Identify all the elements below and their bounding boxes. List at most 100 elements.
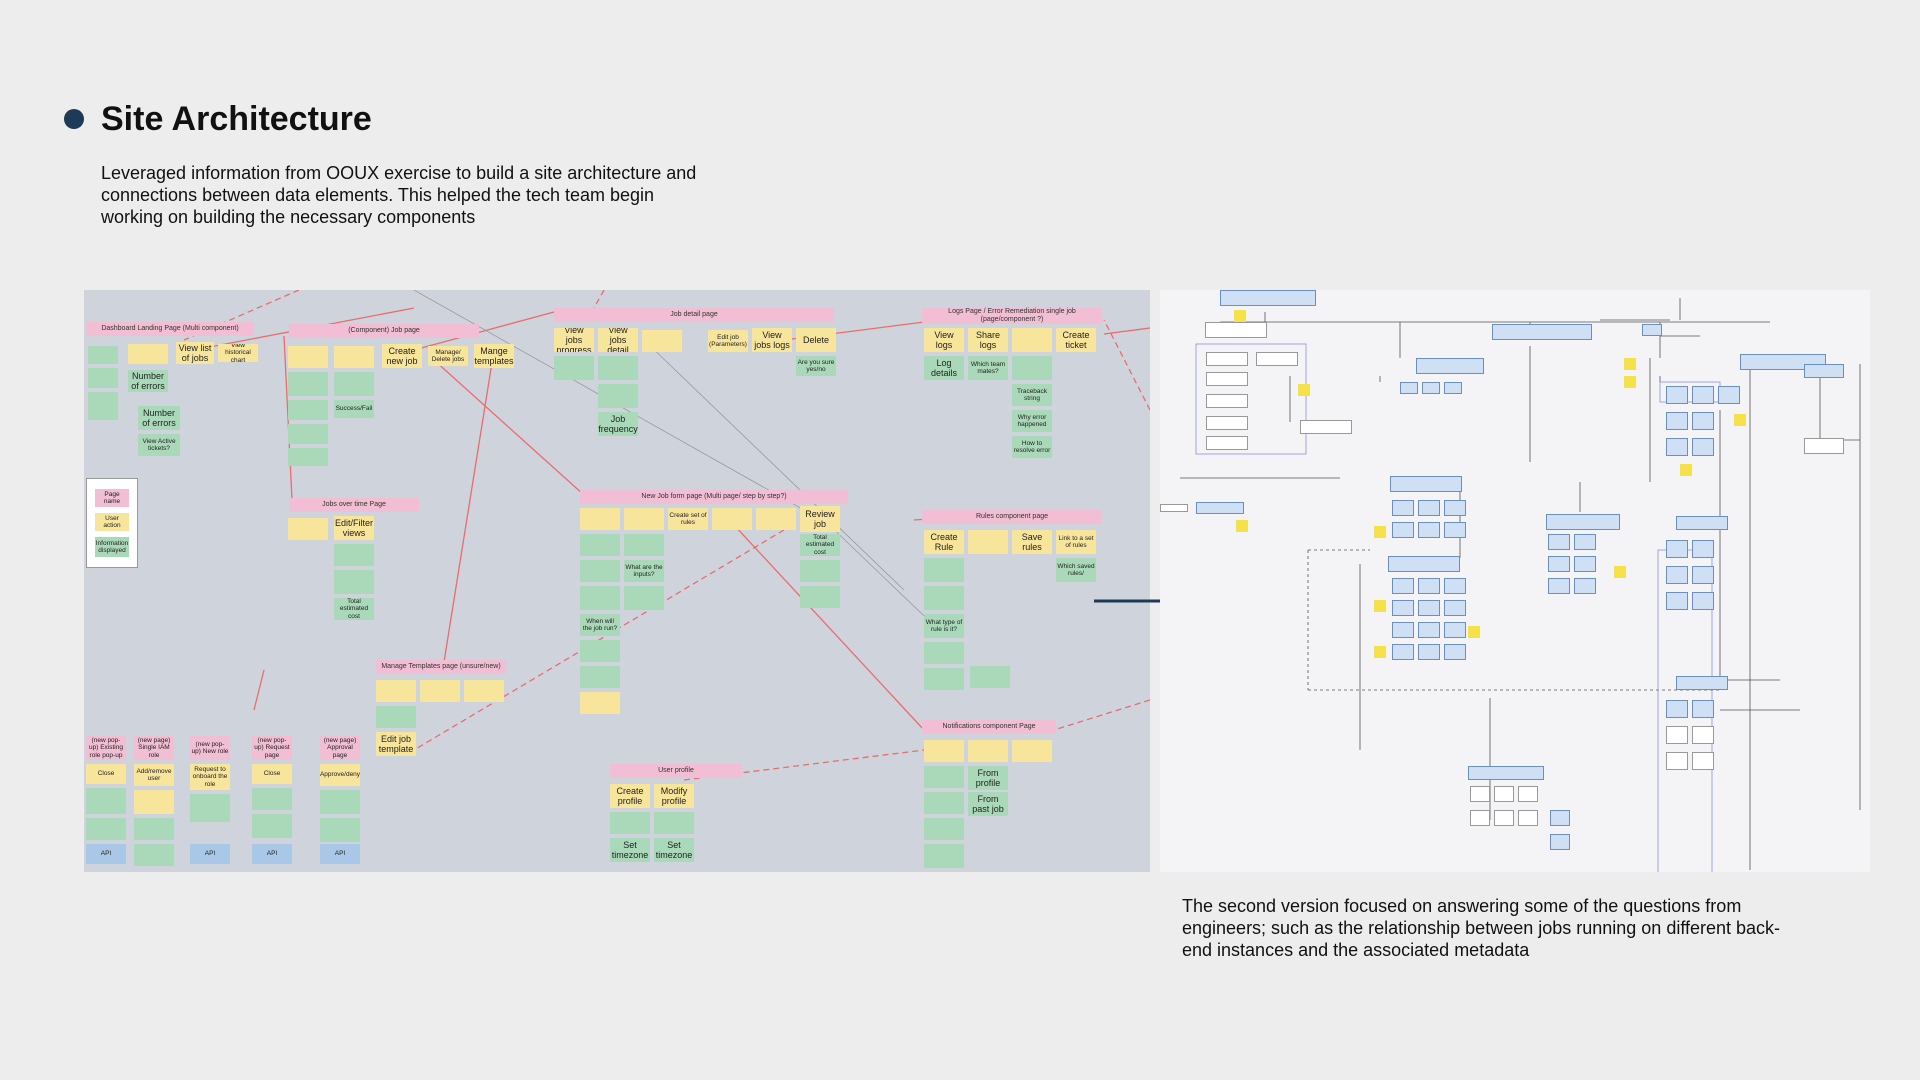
sticky-info xyxy=(252,814,292,838)
approve-deny-sticky: Approve/deny xyxy=(320,764,360,786)
inputs-sticky: What are the inputs? xyxy=(624,560,664,582)
v2-sticky xyxy=(1298,384,1310,396)
sticky-action xyxy=(580,508,620,530)
v2-box xyxy=(1574,556,1596,572)
sticky-info xyxy=(654,812,694,834)
dashboard-header: Dashboard Landing Page (Multi component) xyxy=(86,322,254,336)
sticky-info xyxy=(610,812,650,834)
v2-box xyxy=(1468,766,1544,780)
sticky-action xyxy=(288,346,328,368)
share-logs-sticky: Share logs xyxy=(968,328,1008,352)
total-cost-sticky: Total estimated cost xyxy=(334,598,374,620)
v2-box xyxy=(1804,364,1844,378)
v2-box xyxy=(1444,578,1466,594)
modify-profile-sticky: Modify profile xyxy=(654,784,694,808)
v2-box xyxy=(1444,500,1466,516)
sticky-action xyxy=(968,530,1008,554)
v2-box xyxy=(1196,502,1244,514)
sticky-action xyxy=(580,692,620,714)
sticky-info xyxy=(924,818,964,840)
sticky-action xyxy=(134,790,174,814)
v2-box xyxy=(1205,322,1267,338)
templates-header: Manage Templates page (unsure/new) xyxy=(376,660,506,674)
sticky-info xyxy=(800,586,840,608)
job-detail-header: Job detail page xyxy=(554,308,834,322)
page-title: Site Architecture xyxy=(101,100,372,138)
popup-request: (new pop-up) Request page xyxy=(252,736,292,760)
v2-box xyxy=(1546,514,1620,530)
api-sticky-4: API xyxy=(320,844,360,864)
sticky-action xyxy=(1012,740,1052,762)
legend: Page name User action Information displa… xyxy=(86,478,138,568)
v2-box xyxy=(1470,786,1490,802)
sticky-action xyxy=(624,508,664,530)
sticky-action xyxy=(756,508,796,530)
log-details-sticky: Log details xyxy=(924,356,964,380)
sticky-action xyxy=(712,508,752,530)
v2-sticky xyxy=(1236,520,1248,532)
v2-connection-lines xyxy=(1180,298,1861,872)
sticky-info xyxy=(86,788,126,814)
v2-box xyxy=(1666,566,1688,584)
sticky-info xyxy=(320,790,360,814)
api-sticky-3: API xyxy=(252,844,292,864)
edit-job-sticky: Edit job (Parameters) xyxy=(708,330,748,352)
save-rules-sticky: Save rules xyxy=(1012,530,1052,554)
api-sticky: API xyxy=(86,844,126,864)
close-sticky-2: Close xyxy=(252,764,292,784)
v2-box xyxy=(1666,438,1688,456)
jobs-over-time-header: Jobs over time Page xyxy=(289,498,419,512)
create-rules-sticky: Create set of rules xyxy=(668,508,708,530)
sticky-info xyxy=(598,356,638,380)
sticky-info xyxy=(288,448,328,466)
sticky-info xyxy=(190,794,230,822)
from-profile-sticky: From profile xyxy=(968,766,1008,790)
v2-box xyxy=(1548,578,1570,594)
sticky-action xyxy=(464,680,504,702)
v2-box xyxy=(1804,438,1844,454)
v2-box xyxy=(1676,516,1728,530)
sticky-action xyxy=(642,330,682,352)
sticky-info xyxy=(86,818,126,840)
sticky-info xyxy=(88,368,118,388)
v2-sticky xyxy=(1734,414,1746,426)
v2-box xyxy=(1206,352,1248,366)
v2-sticky xyxy=(1614,566,1626,578)
view-progress-sticky: View jobs progress xyxy=(554,328,594,352)
v2-box xyxy=(1206,372,1248,386)
sticky-info xyxy=(924,642,964,664)
v2-box xyxy=(1666,386,1688,404)
v2-box xyxy=(1392,622,1414,638)
popup-approval: (new page) Approval page xyxy=(320,736,360,760)
sticky-info xyxy=(580,534,620,556)
component-job-header: (Component) Job page xyxy=(289,324,479,338)
v2-box xyxy=(1470,810,1490,826)
sticky-info xyxy=(924,668,964,690)
sticky-info xyxy=(376,706,416,728)
set-timezone-sticky: Set timezone xyxy=(610,838,650,862)
v2-box xyxy=(1444,600,1466,616)
v2-box xyxy=(1418,644,1440,660)
legend-page: Page name xyxy=(95,489,129,507)
sticky-info xyxy=(134,818,174,840)
v2-sticky xyxy=(1374,526,1386,538)
v2-box xyxy=(1392,522,1414,538)
v2-sticky xyxy=(1680,464,1692,476)
sticky-info xyxy=(800,560,840,582)
sticky-info xyxy=(334,372,374,396)
v2-box xyxy=(1392,578,1414,594)
v2-box xyxy=(1574,578,1596,594)
v2-box xyxy=(1416,358,1484,374)
create-profile-sticky: Create profile xyxy=(610,784,650,808)
sticky-action xyxy=(376,680,416,702)
which-team-sticky: Which team mates? xyxy=(968,356,1008,380)
logs-page-header: Logs Page / Error Remediation single job… xyxy=(922,308,1102,324)
v2-box xyxy=(1692,700,1714,718)
architecture-board-v2 xyxy=(1160,290,1870,872)
sticky-info xyxy=(970,666,1010,688)
edit-filter-sticky: Edit/Filter views xyxy=(334,516,374,540)
link-rules-sticky: Link to a set of rules xyxy=(1056,530,1096,554)
view-hist-chart-sticky: View historical chart xyxy=(218,344,258,362)
v2-box xyxy=(1418,500,1440,516)
sticky-info xyxy=(288,372,328,396)
